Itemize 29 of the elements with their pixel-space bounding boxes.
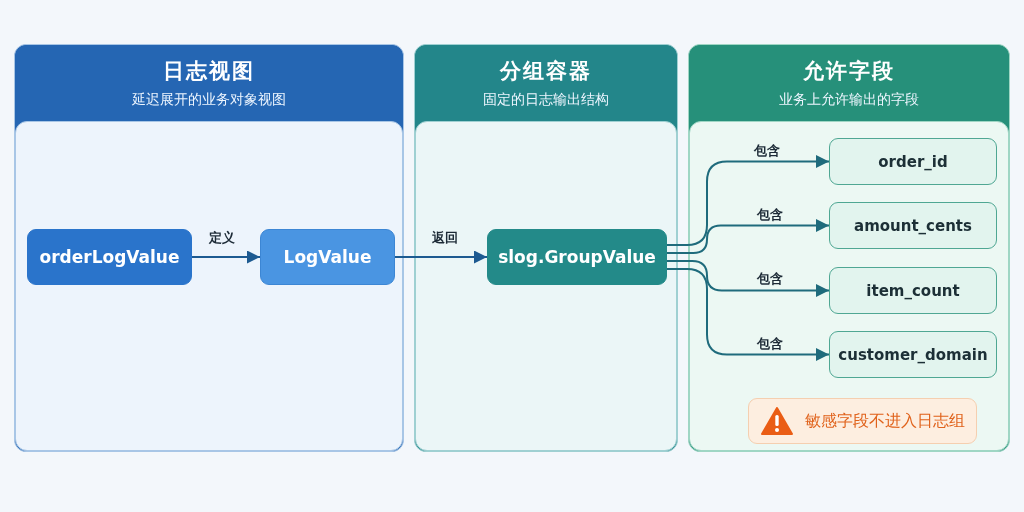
field-box: item_count bbox=[829, 267, 997, 314]
arrow bbox=[666, 219, 830, 254]
panel bbox=[688, 44, 1010, 452]
panel-title: 日志视图 bbox=[162, 58, 256, 85]
panel bbox=[14, 44, 404, 452]
panel-subtitle: 业务上允许输出的字段 bbox=[778, 91, 920, 109]
value-box: LogValue bbox=[260, 229, 395, 285]
panel-title: 分组容器 bbox=[498, 58, 593, 85]
arrow bbox=[191, 250, 261, 264]
panel bbox=[414, 44, 678, 452]
arrow bbox=[394, 250, 488, 264]
edge-label: 包含 bbox=[753, 142, 781, 160]
panel-subtitle: 延迟展开的业务对象视图 bbox=[131, 91, 287, 109]
edge-label: 返回 bbox=[431, 229, 459, 247]
field-box: customer_domain bbox=[829, 331, 997, 378]
warning-box: 敏感字段不进入日志组 bbox=[748, 398, 977, 444]
edge-label: 包含 bbox=[756, 206, 784, 224]
field-box: order_id bbox=[829, 138, 997, 185]
arrow bbox=[666, 268, 830, 361]
arrow bbox=[666, 260, 830, 297]
group-box: slog.GroupValue bbox=[487, 229, 667, 285]
object-box: orderLogValue bbox=[27, 229, 192, 285]
arrow bbox=[666, 155, 830, 246]
edge-label: 包含 bbox=[756, 335, 784, 353]
panel-subtitle: 固定的日志输出结构 bbox=[482, 91, 610, 109]
panel-title: 允许字段 bbox=[802, 58, 896, 85]
edge-label: 定义 bbox=[208, 229, 236, 247]
edge-label: 包含 bbox=[756, 270, 784, 288]
field-box: amount_cents bbox=[829, 202, 997, 249]
